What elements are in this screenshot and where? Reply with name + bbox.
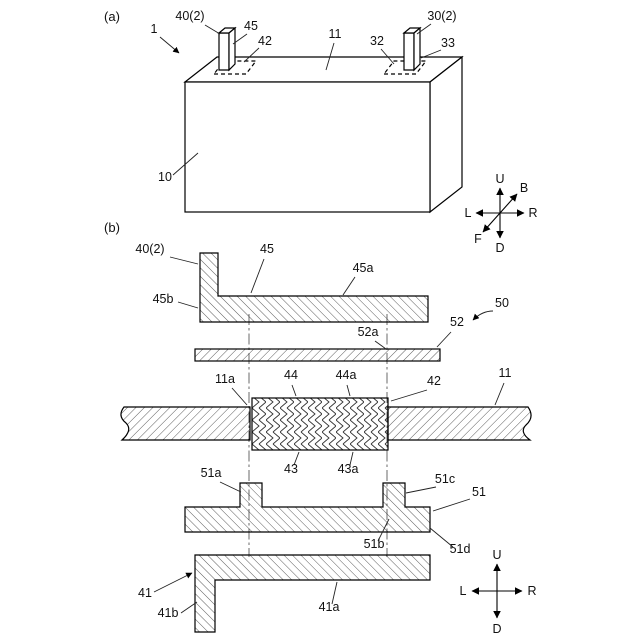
leader-ref-45a [342, 276, 356, 296]
ref-1: 1 [151, 22, 158, 36]
leader-ref-50 [472, 310, 494, 321]
insulator-52-section [194, 348, 441, 362]
axis-label-l-b: L [460, 584, 467, 598]
leader-ref-51b [377, 518, 390, 542]
ref-51a: 51a [201, 466, 222, 480]
axis-indicator-3d: U D L R B F [465, 172, 538, 255]
leader-ref-51d [429, 527, 454, 548]
rivet-42-section [251, 397, 389, 451]
ref-51c: 51c [435, 472, 455, 486]
axis-label-l: L [465, 206, 472, 220]
ref-51: 51 [472, 485, 486, 499]
leader-ref-40b [169, 256, 199, 265]
ref-41b: 41b [158, 606, 179, 620]
leader-ref-52a [374, 340, 387, 350]
axis-indicator-2d: U D L R [460, 548, 537, 636]
axis-label-b: B [520, 181, 528, 195]
terminal-tab-left-front [218, 32, 230, 71]
leader-ref-40a [204, 24, 221, 35]
leader-ref-11-panel-a [325, 42, 335, 71]
axis-back-arrow [499, 193, 518, 214]
leader-ref-52 [436, 331, 452, 348]
axis-label-u: U [495, 172, 504, 186]
axis-label-u-b: U [492, 548, 501, 562]
ref-32: 32 [370, 34, 384, 48]
ref-44: 44 [284, 368, 298, 382]
terminal-tab-left-side [228, 26, 236, 72]
ref-51b: 51b [364, 537, 385, 551]
ref-43: 43 [284, 462, 298, 476]
leader-ref-41 [153, 572, 193, 593]
ref-11a: 11a [215, 372, 235, 386]
terminal-41-section [194, 554, 431, 633]
leader-ref-41a [331, 581, 338, 605]
leader-ref-45b [177, 301, 199, 309]
terminal-45-section [199, 252, 429, 323]
leader-ref-42-panel-a [243, 47, 260, 63]
axis-label-d: D [495, 241, 504, 255]
ref-52a: 52a [358, 325, 379, 339]
ref-41: 41 [138, 586, 152, 600]
lid-11-left-section [120, 406, 251, 441]
terminal-tab-right-side [413, 26, 421, 72]
leader-ref-43a [349, 451, 354, 466]
ref-42-b: 42 [427, 374, 441, 388]
leader-ref-10 [172, 152, 199, 176]
leader-ref-41b [180, 601, 198, 614]
ref-40-2-a: 40(2) [175, 9, 204, 23]
leader-ref-11b [494, 382, 505, 406]
axis-label-r: R [528, 206, 537, 220]
leader-ref-1 [159, 36, 180, 54]
ref-41a: 41a [319, 600, 340, 614]
ref-11-a: 11 [329, 27, 342, 41]
battery-case-side-face [429, 55, 463, 214]
terminal-tab-right-front [403, 32, 415, 71]
ref-50: 50 [495, 296, 509, 310]
panel-a: (a) 1 40(2) 45 42 11 32 30(2) 33 1 [104, 9, 537, 255]
ref-45a: 45a [353, 261, 374, 275]
battery-case-front-face [184, 81, 431, 213]
ref-42-a: 42 [258, 34, 272, 48]
panel-a-label: (a) [104, 9, 120, 24]
ref-45-b: 45 [260, 242, 274, 256]
panel-b: (b) [104, 220, 536, 636]
leader-ref-51a [219, 481, 242, 493]
leader-ref-33 [420, 49, 442, 59]
leader-ref-45b-part [250, 258, 265, 294]
ref-11-b: 11 [499, 366, 512, 380]
leader-ref-45a-panel-a [232, 33, 248, 45]
leader-ref-32 [380, 48, 395, 65]
ref-45b: 45b [153, 292, 174, 306]
leader-ref-11a [231, 387, 248, 406]
ref-45-a: 45 [244, 19, 258, 33]
axis-label-f: F [474, 232, 482, 246]
ref-43a: 43a [338, 462, 359, 476]
ref-40-2-b: 40(2) [135, 242, 164, 256]
ref-30-2: 30(2) [427, 9, 456, 23]
panel-b-label: (b) [104, 220, 120, 235]
ref-10: 10 [158, 170, 172, 184]
axis-label-d-b: D [492, 622, 501, 636]
gasket-51-section [184, 482, 431, 533]
leader-ref-42b [390, 389, 428, 402]
lid-11-right-section [387, 406, 532, 441]
ref-33: 33 [441, 36, 455, 50]
ref-52: 52 [450, 315, 464, 329]
leader-ref-43 [293, 451, 300, 466]
leader-ref-51 [432, 498, 471, 512]
ref-51d: 51d [450, 542, 471, 556]
leader-ref-51c [405, 486, 437, 494]
leader-ref-30 [416, 23, 432, 35]
axis-label-r-b: R [527, 584, 536, 598]
leader-ref-44a [346, 384, 351, 397]
ref-44a: 44a [336, 368, 357, 382]
axis-front-arrow [482, 212, 501, 233]
leader-ref-44 [291, 384, 297, 397]
